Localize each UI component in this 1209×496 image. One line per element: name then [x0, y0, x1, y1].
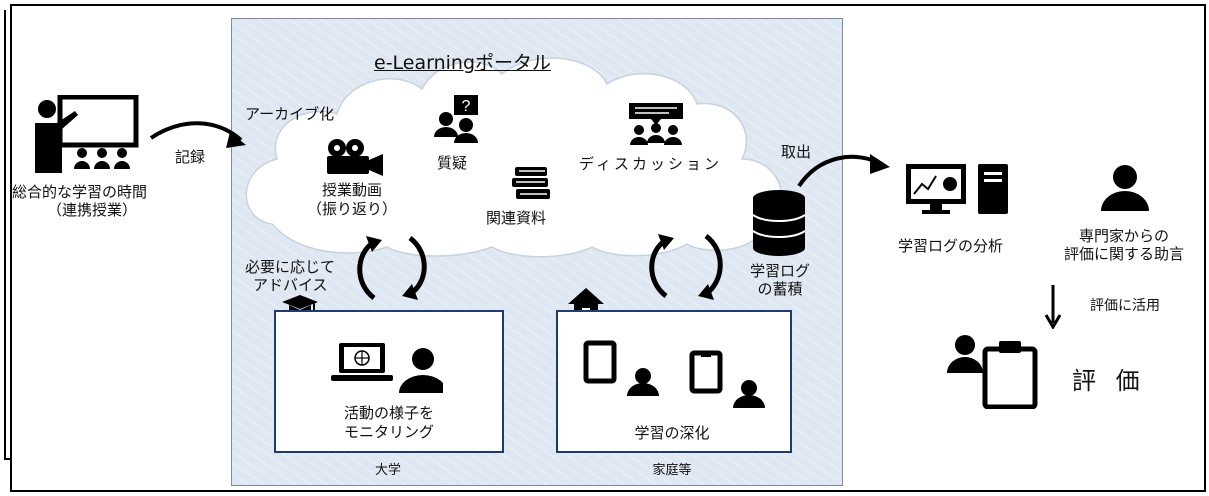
archive-label: アーカイブ化 [245, 105, 335, 123]
extract-arrow [797, 154, 890, 188]
class-caption-line1: 総合的な学習の時間 [12, 183, 148, 201]
advice-label-line1: 必要に応じて [245, 258, 336, 276]
database-icon [752, 190, 806, 256]
record-arrow [149, 121, 246, 148]
frame-shadow [4, 10, 12, 460]
university-footer: 大学 [374, 463, 402, 478]
university-cycle-arrows [357, 236, 427, 300]
advice-label-line2: アドバイス [253, 276, 328, 294]
video-label-line1: 授業動画 [321, 181, 383, 199]
materials-label: 関連資料 [486, 209, 547, 227]
discussion-label: ディスカッション [579, 155, 722, 173]
teacher-whiteboard-icon [35, 95, 139, 173]
expert-icon [1101, 165, 1149, 211]
computer-chart-icon [906, 164, 1008, 214]
discussion-icon [629, 103, 683, 145]
expert-label-line2: 評価に関する助言 [1063, 245, 1185, 263]
analysis-label: 学習ログの分析 [898, 237, 1004, 255]
down-arrow [1044, 285, 1062, 329]
question-icon: ? [434, 95, 478, 143]
database-label-line2: の蓄積 [757, 280, 803, 298]
diagram-frame [10, 4, 1206, 492]
university-box-line1: 活動の様子を [343, 404, 435, 422]
qa-label: 質疑 [437, 154, 468, 172]
video-camera-icon [327, 139, 383, 176]
home-footer: 家庭等 [652, 463, 692, 478]
clipboard-user-icon [947, 335, 1038, 409]
tablet-user-icon-2 [689, 350, 765, 408]
svg-text:?: ? [462, 98, 471, 115]
expert-label-line1: 専門家からの [1078, 227, 1170, 245]
home-box-label: 学習の深化 [634, 424, 710, 442]
use-label: 評価に活用 [1090, 298, 1160, 314]
books-icon [512, 167, 550, 199]
class-caption-line2: （連携授業） [47, 201, 138, 219]
laptop-user-icon [331, 343, 443, 393]
tablet-user-icon [583, 340, 659, 396]
video-label-line2: （振り返り） [306, 200, 398, 218]
database-label-line1: 学習ログ [749, 262, 811, 280]
university-box-line2: モニタリング [343, 423, 435, 441]
extract-label: 取出 [781, 143, 812, 161]
university-box [274, 310, 504, 453]
portal-title: e-Learningポータル [374, 52, 552, 74]
home-cycle-arrows [649, 234, 723, 300]
record-label: 記録 [175, 148, 206, 166]
evaluation-label: 評 価 [1072, 367, 1146, 395]
